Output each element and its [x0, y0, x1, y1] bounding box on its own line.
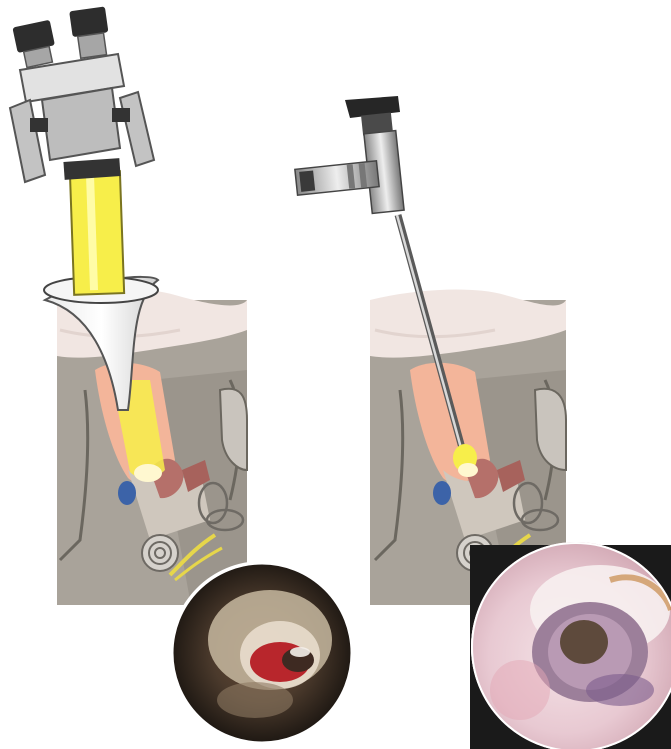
cochlea-left [142, 535, 178, 571]
rigid-endoscope [295, 96, 404, 213]
operating-microscope [10, 6, 154, 182]
microscope-panel [10, 6, 354, 745]
endoscopic-view-inset [470, 540, 671, 749]
microscopic-view-inset [170, 560, 354, 745]
light-spot-left [134, 464, 162, 482]
